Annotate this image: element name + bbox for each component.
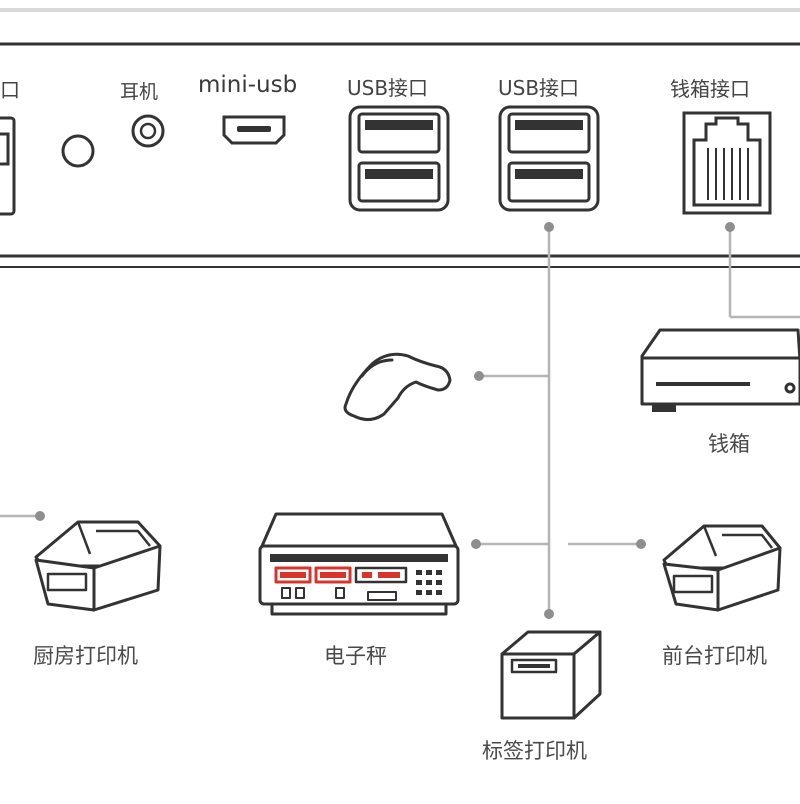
device-label-front-printer: 前台打印机 — [662, 644, 767, 668]
cash-drawer-port — [682, 111, 772, 215]
port-label-cash-drawer: 钱箱接口 — [670, 77, 750, 101]
connector-lines — [0, 227, 800, 614]
mini-usb-port — [222, 115, 286, 145]
receipt-printer-kitchen-icon — [34, 520, 162, 612]
earphone-jack — [131, 114, 165, 148]
electronic-scale-icon — [258, 512, 460, 616]
partial-port-left — [0, 116, 16, 216]
device-label-cash-drawer: 钱箱 — [708, 432, 750, 456]
usb-port-2 — [498, 105, 600, 212]
device-label-scale: 电子秤 — [324, 644, 387, 668]
audio-jack-hole — [61, 134, 95, 168]
cash-drawer-icon — [640, 328, 800, 412]
receipt-printer-front-icon — [662, 524, 782, 612]
usb-port-1 — [348, 105, 450, 212]
connector-dots — [35, 222, 735, 619]
panel-top-bevel — [0, 8, 800, 12]
port-label-mini-usb: mini-usb — [198, 72, 298, 98]
port-label-usb-1: USB接口 — [347, 76, 429, 100]
label-printer-icon — [500, 630, 602, 720]
back-panel — [0, 8, 800, 268]
barcode-scanner-icon — [343, 352, 452, 421]
port-label-usb-2: USB接口 — [498, 76, 580, 100]
device-label-kitchen-printer: 厨房打印机 — [33, 644, 138, 668]
port-label-earphone: 耳机 — [120, 81, 159, 103]
port-label-partial: 口 — [0, 78, 20, 102]
device-label-label-printer: 标签打印机 — [482, 739, 587, 763]
